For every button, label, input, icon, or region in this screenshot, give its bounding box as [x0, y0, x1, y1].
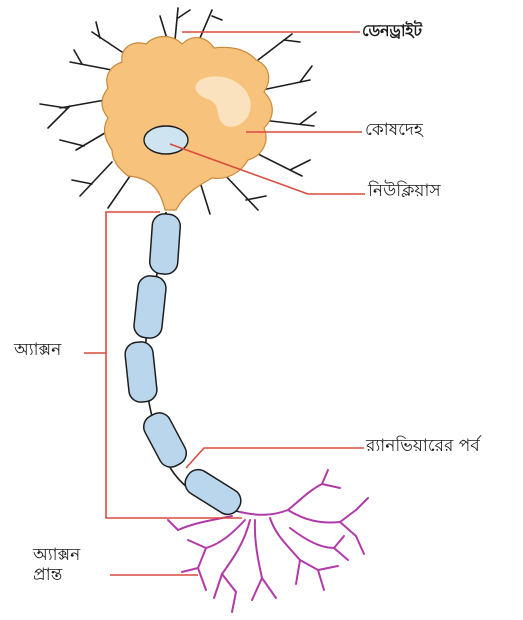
label-dendrite: ডেনড্রাইট	[362, 22, 422, 40]
myelin-segment	[139, 409, 190, 472]
label-nucleus: নিউক্লিয়াস	[368, 182, 441, 202]
label-axon-terminal-line1: অ্যাক্সন	[33, 546, 80, 566]
myelin-segment	[181, 465, 246, 519]
nucleus	[144, 126, 188, 154]
myelin-segment	[149, 213, 181, 275]
cell-body	[102, 37, 272, 211]
myelin-segment	[124, 341, 158, 404]
label-axon: অ্যাক্সন	[14, 341, 61, 361]
leader-node	[186, 448, 364, 468]
label-axon-terminal: অ্যাক্সন প্রান্ত	[33, 546, 80, 585]
label-cell-body: কোষদেহ	[365, 121, 423, 141]
myelin-sheath	[124, 213, 245, 519]
myelin-segment	[133, 275, 167, 340]
label-axon-terminal-line2: প্রান্ত	[33, 566, 80, 586]
label-node-of-ranvier: র‍্যানভিয়ারের পর্ব	[366, 437, 480, 457]
